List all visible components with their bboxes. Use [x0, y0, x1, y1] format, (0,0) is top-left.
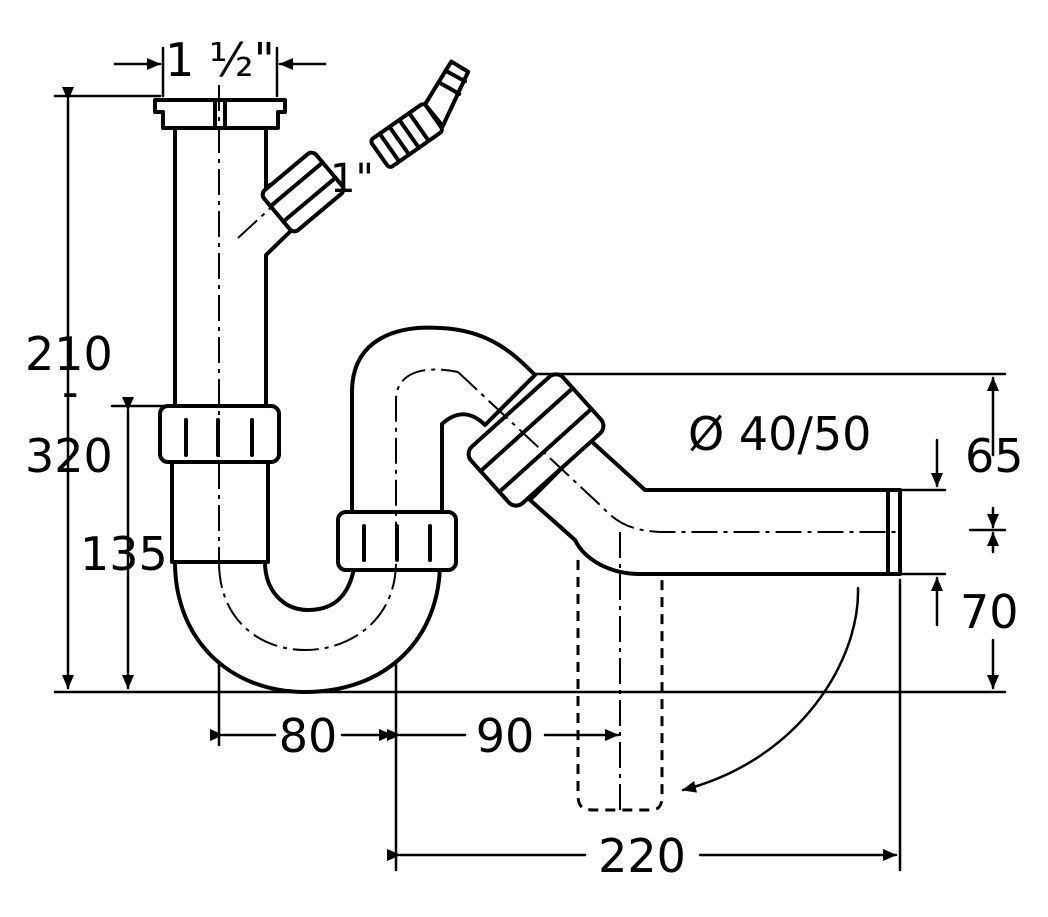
- label-outlet-lower: 70: [960, 585, 1019, 639]
- label-offset: 90: [476, 709, 535, 763]
- label-height-top: 210: [25, 327, 113, 381]
- center-lines: [218, 85, 900, 815]
- label-outlet-length: 220: [598, 829, 686, 883]
- label-outlet-upper: 65: [965, 429, 1024, 483]
- label-height-sep: -: [62, 365, 79, 419]
- siphon-body: [153, 59, 902, 812]
- label-trap-width: 80: [279, 709, 338, 763]
- label-inlet-size: 1 ½": [165, 33, 275, 87]
- label-trap-height: 135: [80, 527, 168, 581]
- label-side-inlet: 1": [330, 156, 374, 202]
- label-outlet-diameter: Ø 40/50: [688, 407, 871, 461]
- hose-connector: [369, 59, 471, 169]
- dimension-labels: 1 ½" 1" 210 - 320 135 80 90 220 Ø 40/50 …: [25, 33, 1024, 883]
- label-height-bottom: 320: [25, 429, 113, 483]
